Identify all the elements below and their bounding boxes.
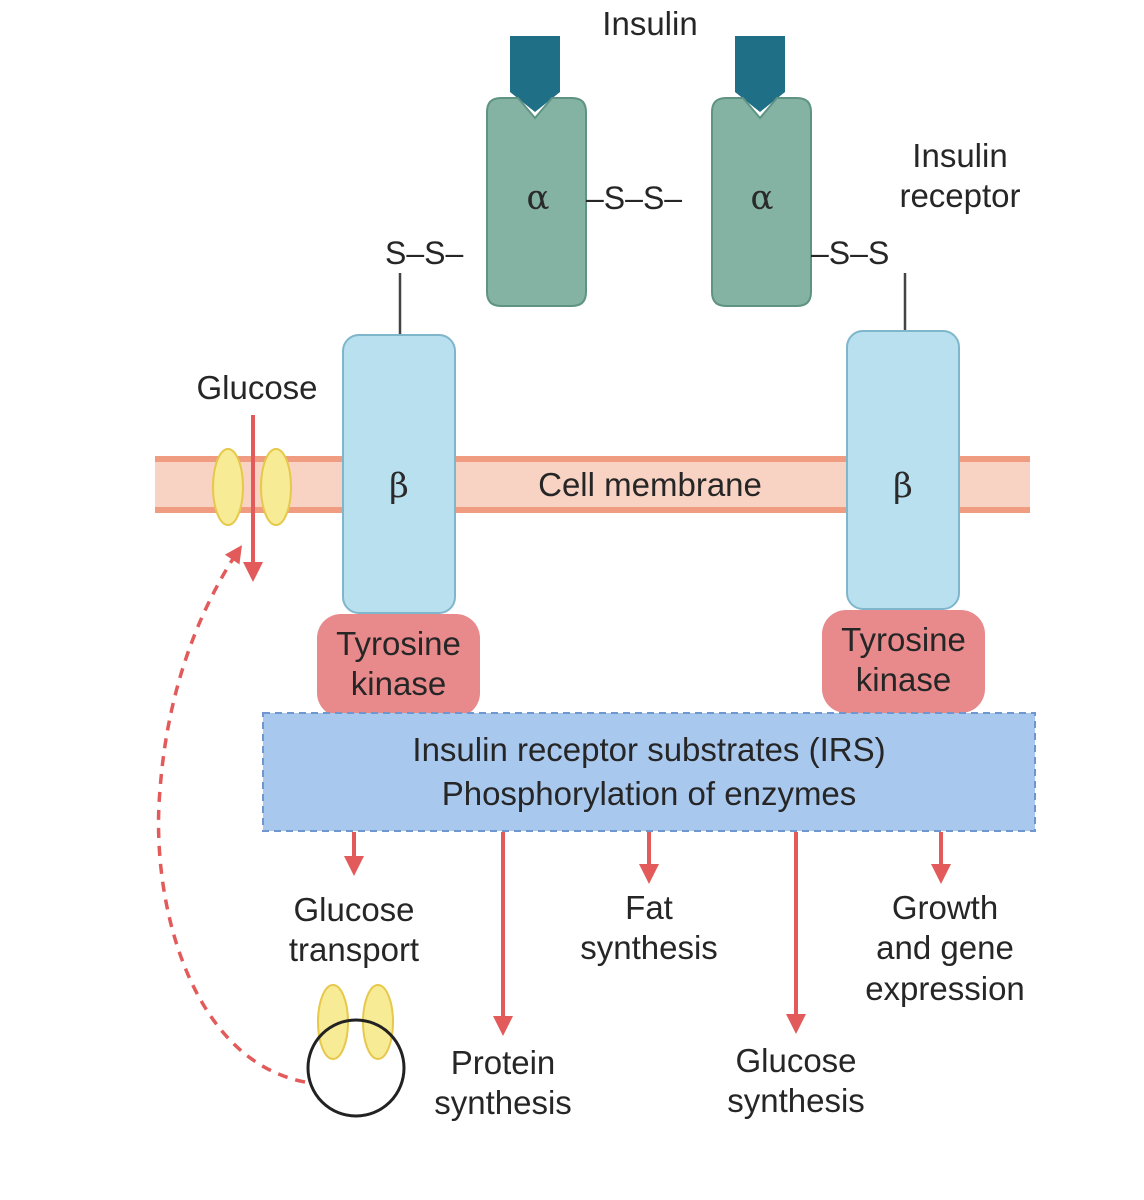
transporter-vesicle (306, 984, 406, 1118)
alpha-subunit-left (486, 97, 587, 307)
irs-box (262, 712, 1036, 832)
tyrosine-kinase-right-line1: Tyrosine (841, 621, 966, 658)
beta-subunit-left (342, 334, 456, 614)
beta-subunit-right (846, 330, 960, 610)
output-protein-synthesis-line2: synthesis (434, 1084, 572, 1122)
irs-label-line2: Phosphorylation of enzymes (441, 774, 857, 812)
insulin-label: Insulin (602, 5, 698, 42)
irs-label-line1: Insulin receptor substrates (IRS) (412, 731, 886, 768)
disulfide-left-label: S–S– (385, 235, 464, 271)
beta-symbol-right: β (893, 466, 913, 506)
output-protein-synthesis-line1: Protein (450, 1044, 556, 1081)
alpha-subunit-right (711, 97, 812, 307)
output-protein-synthesis: Protein synthesis (403, 1043, 603, 1124)
tyrosine-kinase-left-label: Tyrosine kinase (317, 624, 480, 705)
tyrosine-kinase-right-label: Tyrosine kinase (822, 620, 985, 701)
output-glucose-transport: Glucose transport (254, 890, 454, 971)
tyrosine-kinase-right-line2: kinase (855, 661, 952, 699)
cell-membrane-label: Cell membrane (538, 466, 762, 503)
output-growth-gene-line3: expression (865, 969, 1025, 1007)
output-glucose-synthesis-line1: Glucose (735, 1042, 857, 1079)
alpha-symbol-right: α (750, 178, 774, 218)
alpha-symbol-left: α (526, 178, 550, 218)
disulfide-middle-label: –S–S– (586, 180, 683, 216)
disulfide-right-label: –S–S (811, 235, 890, 271)
glucose-label: Glucose (196, 369, 318, 406)
tyrosine-kinase-left-line2: kinase (350, 665, 447, 703)
vesicle-translocation-arrow (156, 545, 306, 1084)
output-growth-gene-line2: and gene (876, 929, 1014, 967)
insulin-receptor-label-line1: Insulin (912, 137, 1008, 174)
output-glucose-synthesis-line2: synthesis (727, 1082, 865, 1120)
insulin-receptor-label-line2: receptor (899, 177, 1021, 215)
insulin-receptor-label: Insulin receptor (870, 136, 1050, 217)
output-growth-gene-line1: Growth (891, 889, 999, 926)
irs-label: Insulin receptor substrates (IRS) Phosph… (263, 728, 1035, 815)
output-fat-synthesis-line1: Fat (625, 889, 673, 926)
beta-symbol-left: β (389, 466, 409, 506)
output-glucose-synthesis: Glucose synthesis (696, 1041, 896, 1122)
output-fat-synthesis-line2: synthesis (580, 929, 718, 967)
insulin-molecule-left (510, 36, 560, 112)
output-fat-synthesis: Fat synthesis (549, 888, 749, 969)
tyrosine-kinase-left (317, 614, 480, 717)
tyrosine-kinase-right (822, 610, 985, 713)
insulin-molecule-right (735, 36, 785, 112)
glucose-transporter (212, 448, 292, 526)
tyrosine-kinase-left-line1: Tyrosine (336, 625, 461, 662)
output-glucose-transport-line1: Glucose (293, 891, 415, 928)
output-growth-gene-expression: Growth and gene expression (835, 888, 1055, 1009)
output-glucose-transport-line2: transport (288, 931, 420, 969)
